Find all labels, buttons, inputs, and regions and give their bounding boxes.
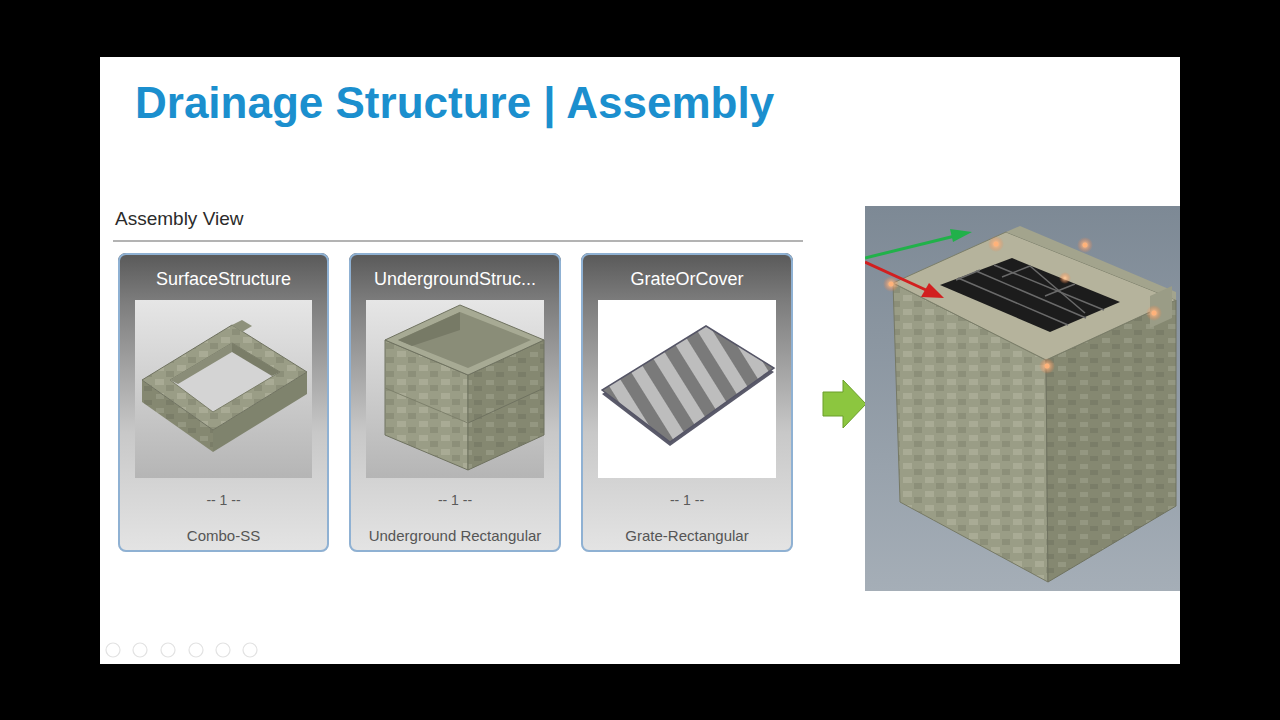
grate-figure bbox=[602, 326, 774, 446]
card-header: UndergroundStruc... bbox=[374, 269, 536, 291]
quantity-label: -- 1 -- bbox=[206, 492, 240, 509]
card-header: SurfaceStructure bbox=[156, 269, 291, 291]
card-backgrounds bbox=[118, 253, 793, 552]
section-label: Assembly View bbox=[115, 208, 243, 230]
underground-structure-figure bbox=[385, 305, 544, 470]
part-card: SurfaceStructure -- 1 -- Combo-SS bbox=[118, 253, 329, 552]
part-name: Grate-Rectangular bbox=[625, 527, 748, 545]
image-panel bbox=[135, 300, 312, 478]
part-name: Combo-SS bbox=[187, 527, 260, 545]
card-background bbox=[118, 253, 329, 552]
divider-line bbox=[113, 240, 803, 242]
slide-controls bbox=[106, 643, 257, 657]
card-header: GrateOrCover bbox=[630, 269, 743, 291]
assembly-render bbox=[865, 206, 1180, 591]
slide-title: Drainage Structure | Assembly bbox=[135, 78, 774, 128]
card-background bbox=[349, 253, 561, 552]
quantity-label: -- 1 -- bbox=[438, 492, 472, 509]
card-background bbox=[581, 253, 793, 552]
part-card: UndergroundStruc... -- 1 -- Underground Re… bbox=[349, 253, 561, 552]
image-panel bbox=[598, 300, 776, 478]
part-card: GrateOrCover -- 1 -- Grate-Rectangular bbox=[581, 253, 793, 552]
image-panel bbox=[366, 300, 544, 478]
surface-structure-figure bbox=[142, 320, 307, 452]
result-arrow bbox=[823, 380, 866, 428]
part-name: Underground Rectangular bbox=[369, 527, 542, 545]
quantity-label: -- 1 -- bbox=[670, 492, 704, 509]
